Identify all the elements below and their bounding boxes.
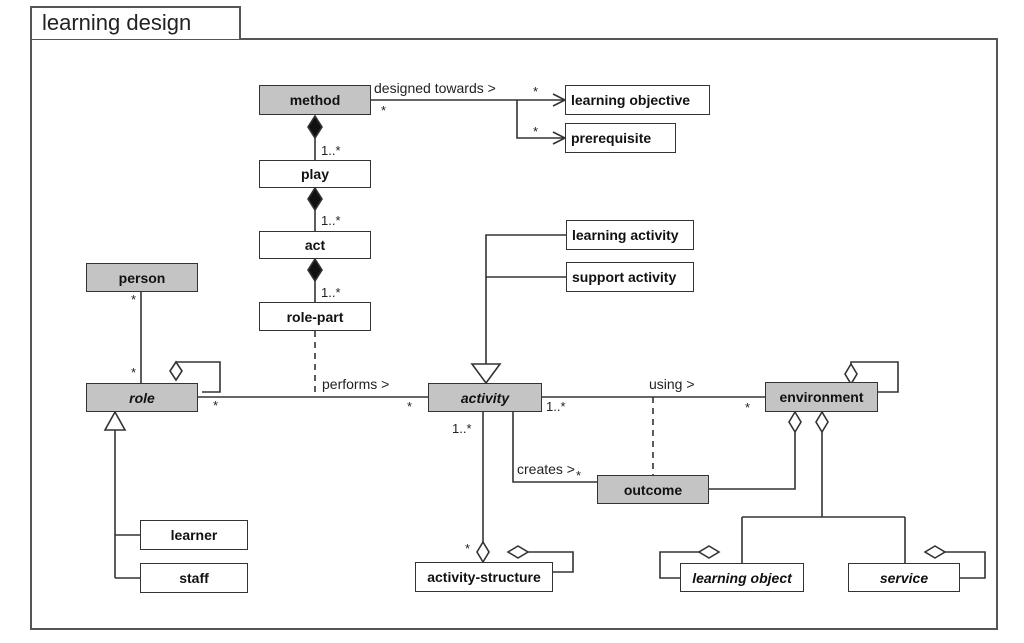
- mult-activity-structure-parent: 1..*: [452, 421, 472, 436]
- method-label: method: [289, 92, 341, 108]
- learning-object-self-aggregation: [659, 551, 699, 579]
- activity-structure-class: activity-structure: [415, 562, 553, 592]
- learner-label: learner: [170, 527, 218, 543]
- support-activity-label: support activity: [572, 269, 677, 285]
- mult-environment-using: *: [745, 400, 751, 415]
- role-part-class: role-part: [259, 302, 371, 331]
- role-class: role: [86, 383, 198, 412]
- mult-role-performs: *: [213, 398, 219, 413]
- role-part-label: role-part: [286, 308, 344, 325]
- role-generalization-triangle: [103, 410, 127, 431]
- learning-activity-label: learning activity: [572, 227, 679, 243]
- activity-class: activity: [428, 383, 542, 412]
- environment-class: environment: [765, 382, 878, 412]
- environment-outcome-line: [709, 432, 796, 490]
- environment-outcome-diamond: [788, 410, 802, 434]
- service-self-diamond: [923, 545, 947, 559]
- composition-diamond-method: [307, 114, 323, 140]
- mult-activity-performs: *: [407, 399, 413, 414]
- mult-play: 1..*: [321, 143, 341, 158]
- play-class: play: [259, 160, 371, 188]
- mult-activity-structure: *: [465, 541, 471, 556]
- mult-outcome-creates: *: [576, 468, 582, 483]
- role-label: role: [129, 389, 155, 406]
- mult-learning-objective: *: [533, 84, 539, 99]
- person-class: person: [86, 263, 198, 292]
- activity-label: activity: [460, 389, 510, 406]
- learning-objective-label: learning objective: [571, 92, 691, 108]
- designed-towards-label: designed towards >: [374, 80, 496, 96]
- act-label: act: [304, 237, 326, 253]
- learning-activity-branch: [485, 234, 566, 364]
- learning-object-self-diamond: [697, 545, 721, 559]
- support-activity-class: support activity: [566, 262, 694, 292]
- play-label: play: [300, 166, 329, 182]
- outcome-label: outcome: [623, 481, 683, 498]
- creates-line: [512, 412, 597, 483]
- learning-objective-class: learning objective: [565, 85, 710, 115]
- creates-label: creates >: [517, 461, 575, 477]
- learning-object-label: learning object: [692, 569, 792, 586]
- activity-generalization-triangle: [470, 363, 502, 385]
- using-label: using >: [649, 376, 695, 392]
- outcome-class: outcome: [597, 475, 709, 504]
- prerequisite-line: [516, 100, 565, 138]
- mult-person: *: [131, 292, 137, 307]
- prerequisite-class: prerequisite: [565, 123, 676, 153]
- staff-label: staff: [179, 570, 209, 586]
- person-label: person: [118, 269, 166, 286]
- performs-label: performs >: [322, 376, 390, 392]
- mult-role-part: 1..*: [321, 285, 341, 300]
- mult-role-person: *: [131, 365, 137, 380]
- diagram-frame: [30, 38, 998, 630]
- service-self-aggregation: [945, 551, 986, 579]
- service-class: service: [848, 563, 960, 592]
- composition-diamond-act: [307, 257, 323, 283]
- environment-self-diamond: [844, 362, 858, 386]
- diagram-frame-title: learning design: [30, 6, 241, 39]
- mult-prerequisite: *: [533, 124, 539, 139]
- role-aggregation-diamond: [169, 360, 183, 382]
- activity-structure-diamond: [476, 540, 490, 564]
- environment-tree-diamond: [815, 410, 829, 434]
- method-class: method: [259, 85, 371, 115]
- environment-label: environment: [779, 389, 864, 405]
- activity-structure-label: activity-structure: [427, 569, 541, 585]
- activity-structure-self-aggregation: [518, 551, 574, 573]
- composition-diamond-play: [307, 186, 323, 212]
- learning-object-class: learning object: [680, 563, 804, 592]
- mult-method-designed: *: [381, 103, 387, 118]
- activity-structure-self-diamond: [506, 545, 530, 559]
- act-class: act: [259, 231, 371, 259]
- mult-act: 1..*: [321, 213, 341, 228]
- learning-activity-class: learning activity: [566, 220, 694, 250]
- prerequisite-label: prerequisite: [571, 130, 652, 146]
- learner-class: learner: [140, 520, 248, 550]
- staff-class: staff: [140, 563, 248, 593]
- service-label: service: [879, 569, 929, 586]
- mult-activity-using: 1..*: [546, 399, 566, 414]
